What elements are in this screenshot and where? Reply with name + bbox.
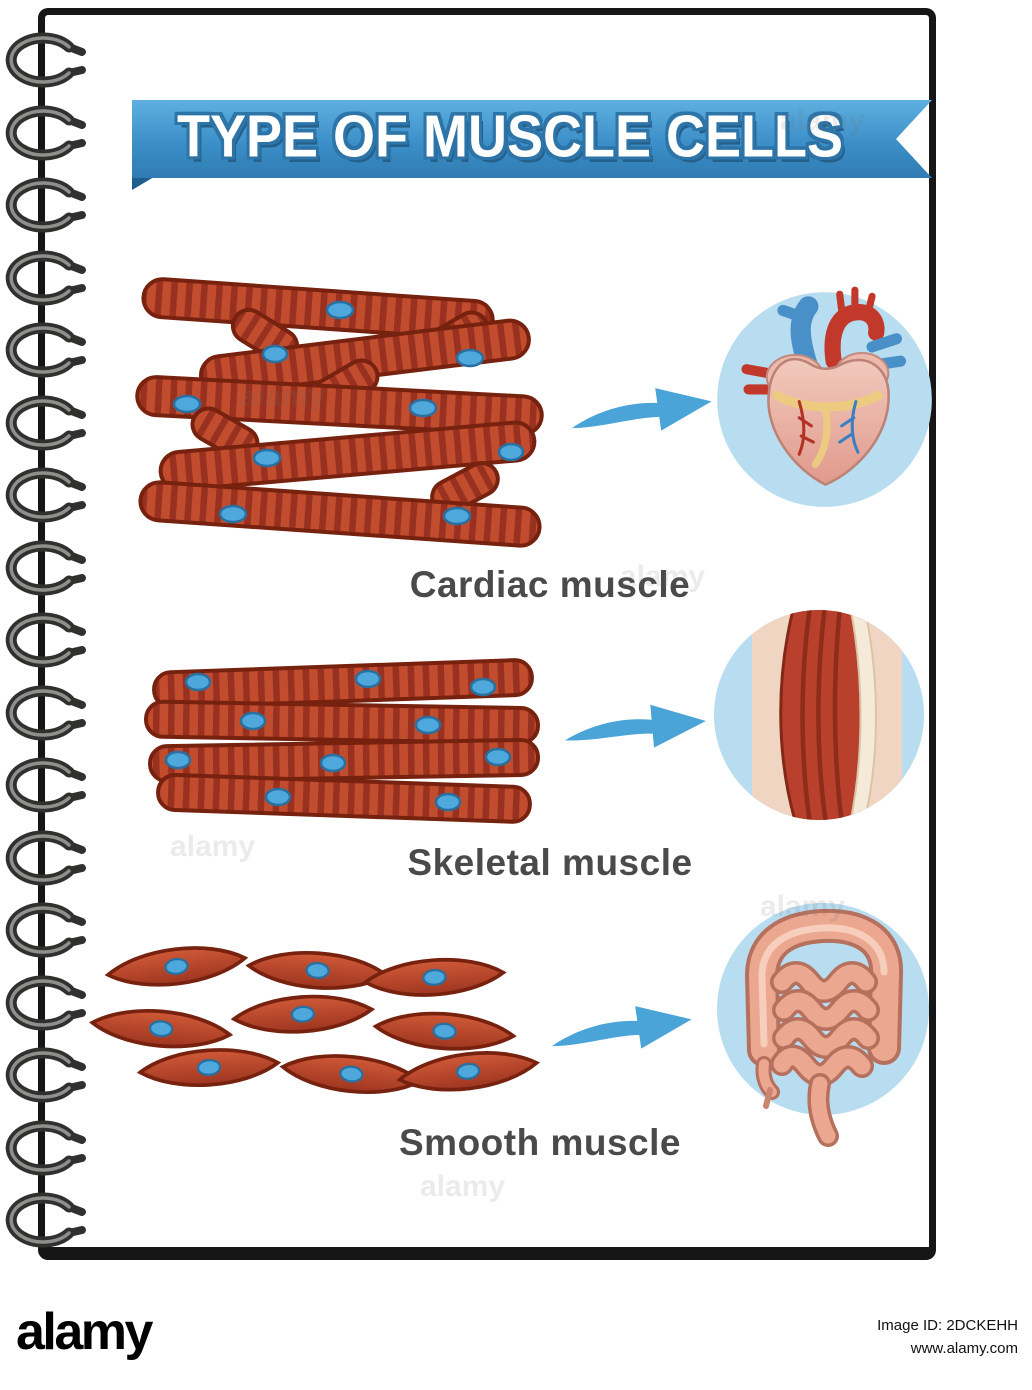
cardiac-fibers [135, 277, 544, 548]
spiral-ring [2, 610, 88, 670]
arrow-icon [571, 388, 712, 431]
spiral-ring [2, 828, 88, 888]
spiral-ring [2, 900, 88, 960]
cell-nuclei [172, 300, 525, 526]
spiral-ring [2, 683, 88, 743]
cell-nuclei [164, 669, 512, 812]
spiral-ring [2, 538, 88, 598]
title-banner: TYPE OF MUSCLE CELLS [132, 100, 932, 190]
muscle-striations [800, 610, 845, 820]
heart-illustration [717, 286, 932, 507]
cardiac-muscle-cells-illustration [135, 277, 544, 548]
watermark-ghost: alamy [780, 104, 866, 137]
intestine-illustration [717, 903, 929, 1147]
watermark-ghost: alamy [170, 830, 256, 863]
watermark-ghost: alamy [240, 380, 326, 413]
skeletal-muscle-cells-illustration [144, 658, 540, 824]
image-credit: Image ID: 2DCKEHH www.alamy.com [877, 1314, 1018, 1361]
smooth-muscle-label: Smooth muscle [399, 1122, 681, 1163]
spiral-ring [2, 30, 88, 90]
arrow-icon [565, 704, 706, 748]
spiral-ring [2, 973, 88, 1033]
spiral-ring [2, 103, 88, 163]
alamy-logo: alamy [16, 1303, 153, 1361]
arm-muscle-illustration [714, 610, 924, 820]
spiral-ring [2, 465, 88, 525]
skeletal-muscle-label: Skeletal muscle [407, 842, 693, 883]
spiral-ring [2, 175, 88, 235]
page-title: TYPE OF MUSCLE CELLS [176, 103, 844, 170]
spiral-ring [2, 1190, 88, 1250]
watermark-ghost: alamy [760, 890, 846, 923]
arrow-icon [551, 1006, 692, 1049]
spiral-ring [2, 755, 88, 815]
smooth-cells [89, 946, 540, 1094]
ribbon-band [132, 100, 932, 178]
smooth-muscle-cells-illustration [89, 946, 540, 1094]
watermark-ghost: alamy [420, 1170, 506, 1203]
alamy-url: www.alamy.com [910, 1340, 1018, 1358]
spiral-ring [2, 320, 88, 380]
spiral-ring [2, 393, 88, 453]
spiral-ring [2, 248, 88, 308]
ribbon-fold [132, 177, 154, 190]
cardiac-muscle-label: Cardiac muscle [409, 564, 691, 605]
image-id: Image ID: 2DCKEHH [877, 1317, 1018, 1334]
watermark-ghost: alamy [620, 560, 706, 593]
coronary-vessels [797, 400, 860, 456]
spiral-ring [2, 1118, 88, 1178]
spiral-ring [2, 1045, 88, 1105]
